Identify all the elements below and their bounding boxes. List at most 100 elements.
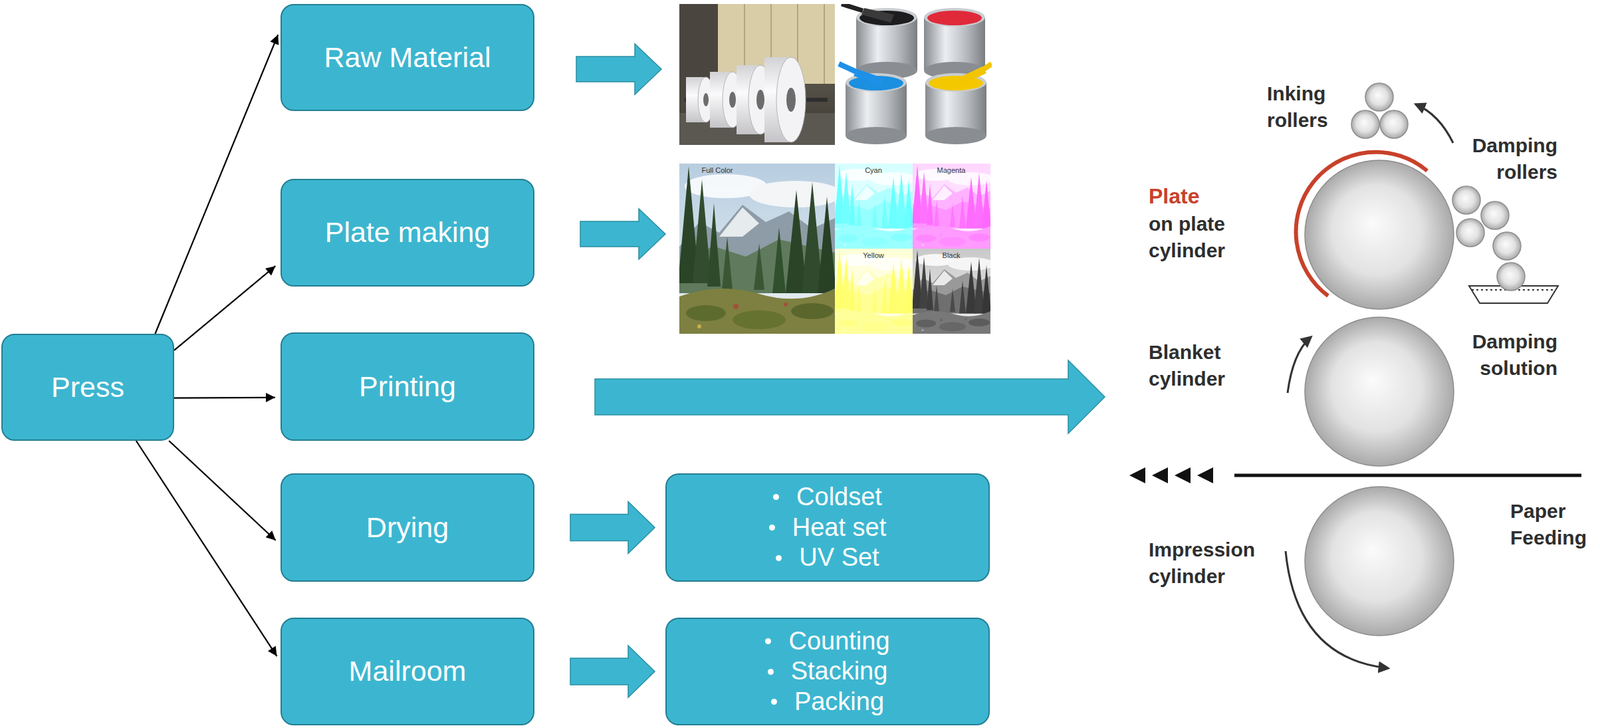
text-row: Plate making — [325, 215, 491, 250]
ink-cans-photo — [853, 69, 885, 87]
box-content: Press — [51, 370, 125, 405]
ink-cans-photo — [834, 3, 992, 145]
connector-arrow — [174, 396, 276, 399]
offset-press-schematic — [1174, 467, 1191, 484]
part-label: Plate — [1148, 182, 1249, 210]
image-caption: Yellow — [846, 250, 901, 260]
box-label: Packing — [794, 686, 885, 718]
paper-roll-photo — [823, 3, 825, 84]
offset-press-schematic — [1351, 110, 1380, 139]
bullet-dot — [775, 555, 782, 562]
text-row: Drying — [366, 510, 449, 546]
paper-roll-photo — [786, 87, 796, 112]
cmyk-separation-image — [834, 248, 917, 334]
block-arrow — [576, 43, 662, 95]
text-row: Raw Material — [324, 40, 492, 76]
box-label: Heat set — [792, 512, 887, 544]
offset-press-schematic — [1481, 201, 1509, 230]
offset-press-schematic — [1234, 473, 1582, 478]
cmyk-separation-image — [678, 163, 995, 334]
ink-cans-photo — [983, 63, 992, 70]
connector-arrow — [154, 34, 278, 334]
ink-cans-photo — [856, 7, 918, 27]
offset-press-schematic — [1379, 110, 1408, 139]
text-row: Coldset — [769, 481, 887, 513]
image-caption: Cyan — [846, 165, 901, 175]
offset-press-schematic — [1285, 551, 1388, 669]
paper-roll-photo — [703, 93, 709, 107]
offset-press-schematic — [1304, 317, 1454, 466]
text-row: Heat set — [769, 512, 887, 544]
box-content: Drying — [366, 510, 449, 546]
paper-roll-photo — [679, 3, 835, 145]
text-row: Printing — [358, 369, 457, 405]
part-label: Paper Feeding — [1510, 497, 1596, 552]
text-row: Packing — [765, 686, 890, 718]
offset-press-schematic — [1129, 83, 1582, 669]
ink-cans-photo — [927, 10, 982, 26]
paper-roll-photo — [756, 89, 765, 110]
connector-arrow — [168, 440, 276, 541]
offset-press-schematic — [1492, 231, 1521, 260]
offset-press-schematic — [1365, 83, 1394, 112]
ink-cans-photo — [861, 7, 895, 23]
offset-press-schematic — [1197, 467, 1214, 484]
bullet-dot — [769, 524, 776, 531]
offset-press-schematic — [1151, 467, 1168, 484]
ink-cans-photo — [957, 66, 987, 86]
offset-press-schematic — [1296, 152, 1428, 296]
offset-press-schematic — [1304, 160, 1454, 310]
box-content: ColdsetHeat setUV Set — [769, 481, 887, 573]
part-label: Damping solution — [1457, 328, 1558, 382]
box-label: Counting — [788, 626, 890, 657]
offset-press-schematic — [1496, 262, 1525, 291]
box-content: Raw Material — [324, 40, 492, 76]
offset-press-schematic — [1415, 104, 1454, 143]
ink-cans-photo — [834, 3, 992, 145]
block-arrow — [570, 501, 655, 554]
box-label: Printing — [358, 369, 457, 405]
text-row: UV Set — [769, 542, 887, 573]
part-label: on plate cylinder — [1148, 210, 1249, 264]
process-box: Raw Material — [280, 3, 535, 112]
bullet-list-box: CountingStackingPacking — [665, 617, 990, 726]
box-content: Plate making — [325, 215, 491, 250]
part-label: Blanket cylinder — [1148, 339, 1249, 393]
box-label: Raw Material — [324, 40, 492, 76]
box-label: Mailroom — [348, 654, 467, 689]
cmyk-separation-image — [834, 163, 917, 249]
cmyk-separation-image — [912, 248, 995, 334]
text-row: Mailroom — [348, 654, 467, 689]
ink-cans-photo — [838, 63, 857, 72]
ink-cans-photo — [845, 126, 907, 145]
cmyk-separation-image — [912, 163, 995, 249]
text-row: Counting — [765, 626, 890, 657]
box-label: Press — [51, 370, 125, 405]
offset-press-schematic — [1304, 486, 1454, 636]
box-content: Printing — [358, 369, 457, 405]
offset-press-schematic — [1287, 337, 1311, 393]
bullet-list-box: ColdsetHeat setUV Set — [665, 473, 990, 582]
ink-cans-photo — [923, 7, 986, 27]
part-label: Inking rollers — [1266, 80, 1354, 134]
connector-group — [136, 34, 655, 698]
box-label: Coldset — [796, 481, 883, 513]
press-box: Press — [1, 333, 175, 441]
process-box: Printing — [280, 332, 535, 441]
bullet-dot — [765, 638, 772, 645]
paper-roll-photo — [729, 91, 736, 108]
ink-cans-photo — [925, 126, 987, 145]
paper-roll-photo — [776, 57, 806, 143]
text-row: Stacking — [765, 656, 890, 687]
bullet-dot — [773, 493, 780, 500]
block-arrow — [576, 43, 1105, 434]
box-label: UV Set — [799, 542, 879, 573]
connector-arrow — [174, 265, 276, 351]
cmyk-separation-image — [678, 163, 843, 334]
box-content: CountingStackingPacking — [765, 626, 890, 718]
ink-cans-photo — [841, 3, 863, 11]
block-arrow — [594, 360, 1105, 434]
offset-press-schematic — [1452, 186, 1481, 215]
paper-roll-photo — [679, 3, 835, 145]
